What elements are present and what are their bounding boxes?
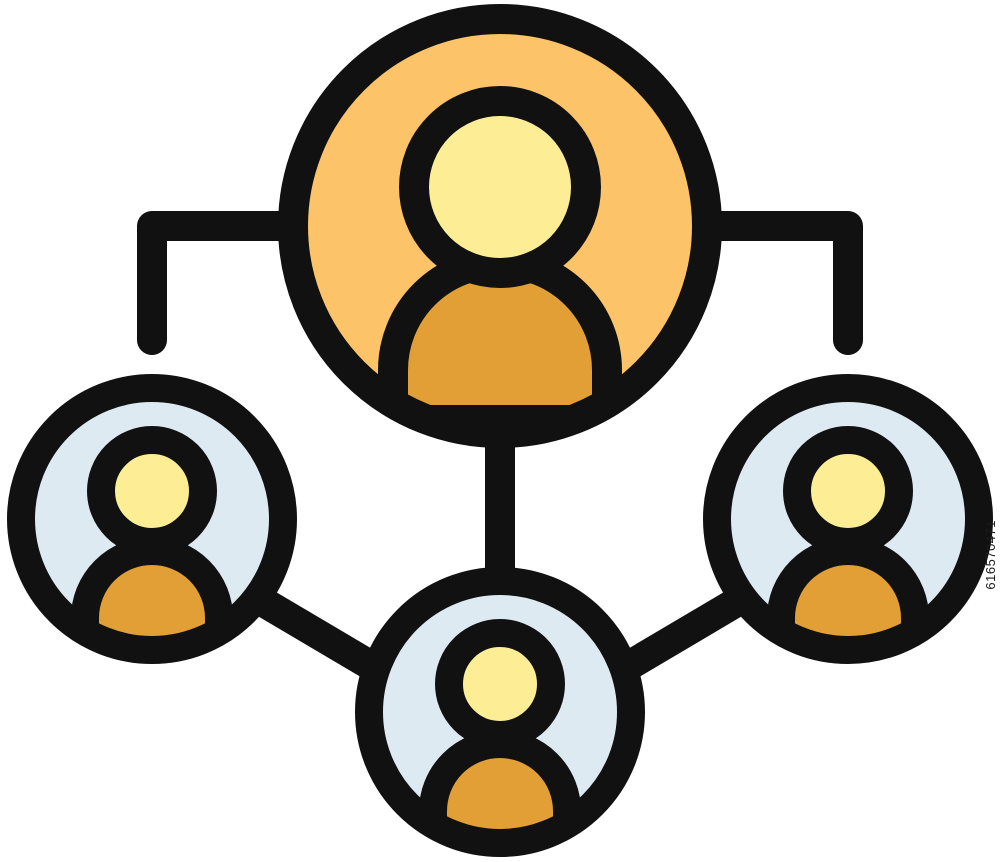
- member-left-ring: [7, 374, 297, 664]
- leader-head: [399, 86, 601, 288]
- member-avatar-bottom: [355, 567, 645, 857]
- connector-lines: [137, 211, 863, 683]
- stock-id-label: 616570471: [983, 520, 998, 590]
- member-right-head: [783, 426, 913, 556]
- member-avatar-right: [703, 374, 993, 664]
- member-left-head: [87, 426, 217, 556]
- member-bottom-ring: [355, 567, 645, 857]
- connector-right-bracket: [697, 211, 863, 355]
- connector-left-diagonal: [240, 582, 390, 683]
- connector-right-diagonal: [610, 582, 760, 683]
- member-avatar-left: [7, 374, 297, 664]
- leader-avatar: [278, 4, 722, 448]
- connector-left-bracket: [137, 211, 303, 355]
- leader-ring: [278, 4, 722, 448]
- member-bottom-head: [435, 619, 565, 749]
- member-right-ring: [703, 374, 993, 664]
